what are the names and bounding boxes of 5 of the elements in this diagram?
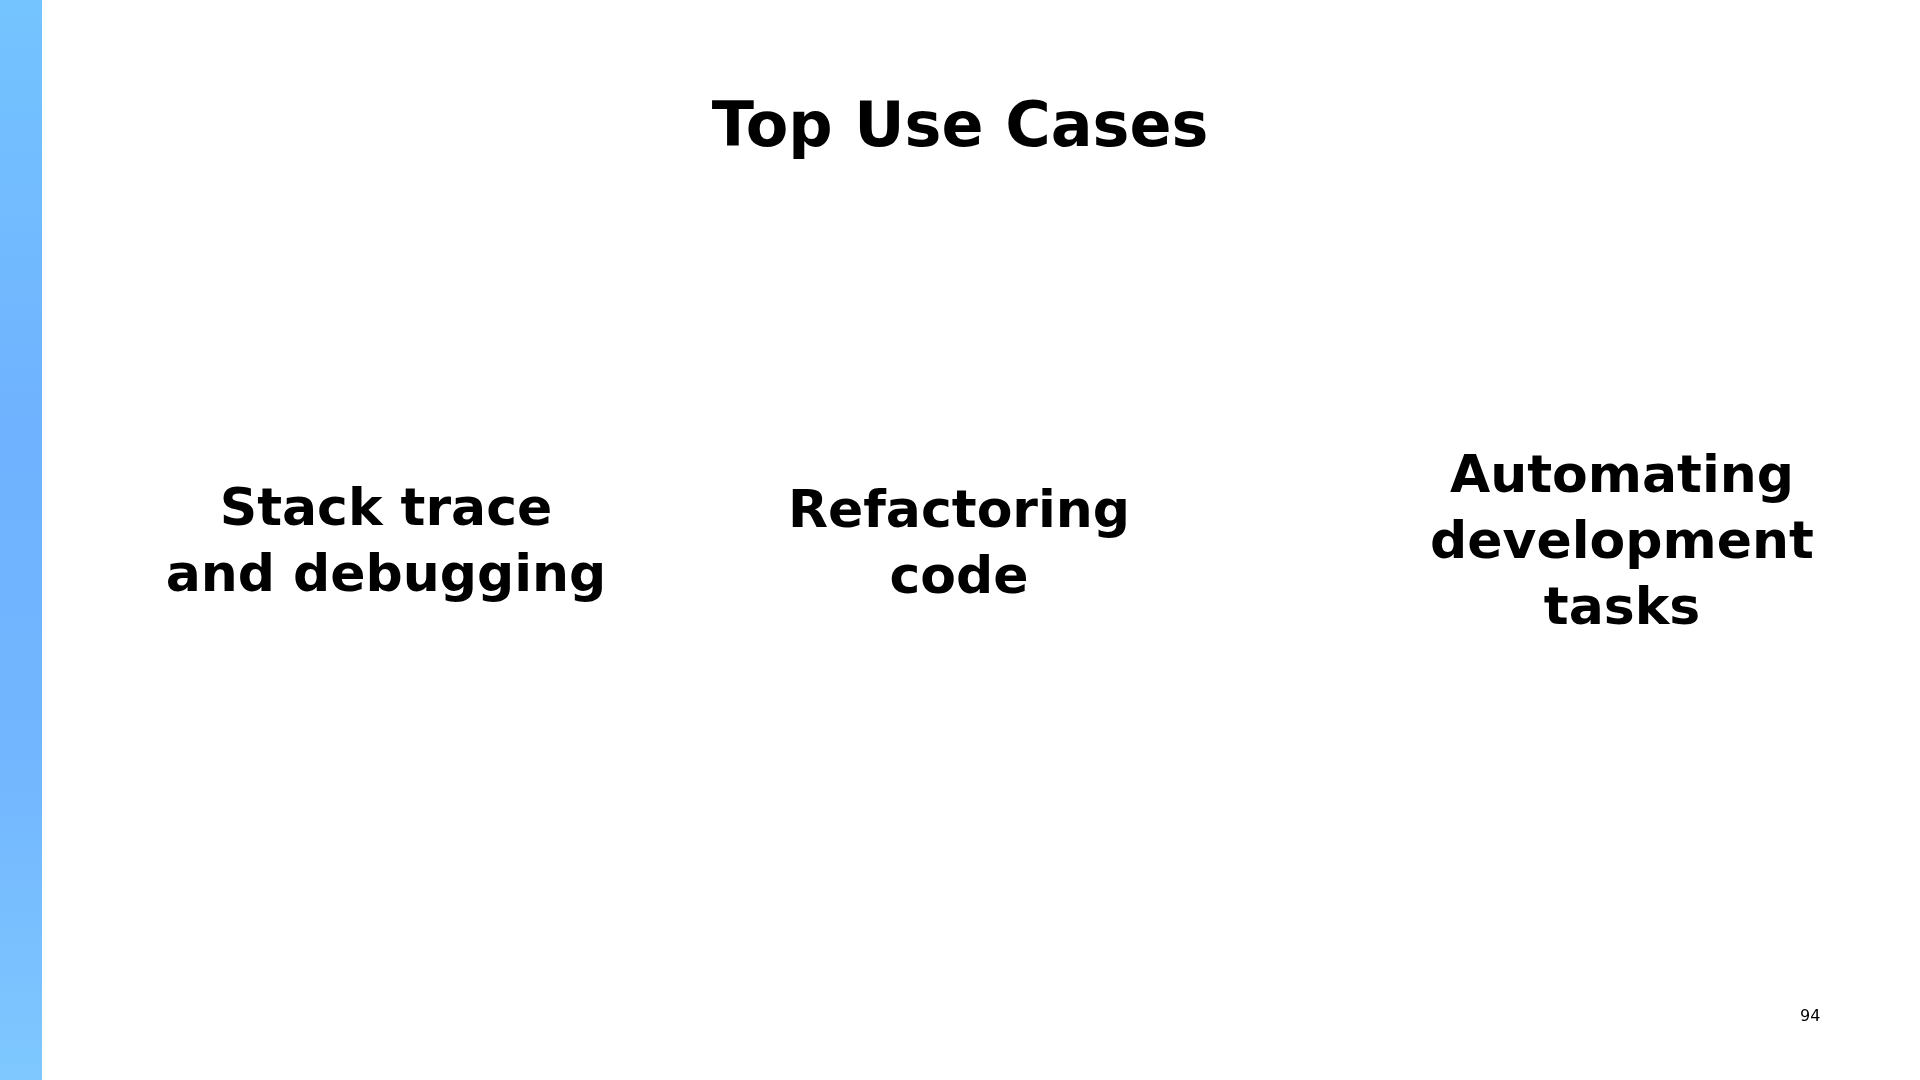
page-number: 94 [1800,1006,1821,1025]
slide-title: Top Use Cases [710,88,1210,161]
use-case-text: Stack trace and debugging [164,476,608,605]
use-case-text: Automating development tasks [1429,443,1815,638]
use-case-text: Refactoring code [786,478,1132,607]
